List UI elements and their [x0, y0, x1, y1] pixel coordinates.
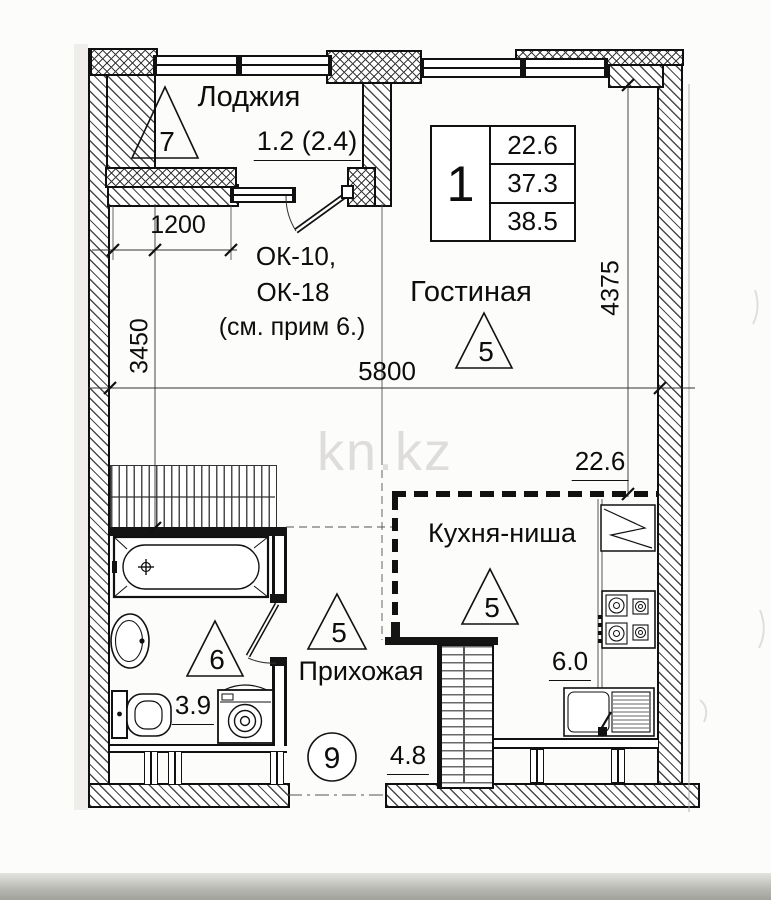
window-note-line3: (см. прим 6.) — [218, 313, 366, 341]
facade-mullion — [618, 749, 625, 783]
area-label-loggia: 1.2 (2.4) — [253, 126, 361, 161]
bathroom-wall-bottom — [110, 744, 287, 753]
dimension-label-4375: 4375 — [596, 260, 625, 316]
room-label-loggia: Лоджия — [197, 81, 301, 113]
dimension-label-1200: 1200 — [150, 211, 206, 239]
room-label-living: Гостиная — [410, 276, 532, 308]
facade-mullion — [144, 751, 151, 785]
dimension-label-5800: 5800 — [358, 356, 416, 386]
scan-shadow-left — [74, 44, 88, 810]
bathtub-icon — [112, 535, 270, 599]
area-label-bathroom: 3.9 — [171, 690, 215, 725]
facade-mullion — [611, 749, 618, 783]
facade-mullion — [530, 749, 537, 783]
mark-kitchen: 5 — [484, 592, 500, 623]
kitchen-boundary-dashed-left — [392, 497, 398, 625]
facade-mullion — [270, 751, 277, 785]
balcony-window-sill — [230, 187, 296, 203]
info-table-area: 37.3 — [491, 165, 574, 204]
info-table: 1 22.6 37.3 38.5 — [430, 125, 576, 242]
wall-right — [657, 64, 683, 794]
info-table-areas: 22.6 37.3 38.5 — [491, 127, 574, 240]
room-label-hallway: Прихожая — [298, 656, 424, 686]
triangle-mark-kitchen — [460, 567, 520, 625]
room-label-kitchen: Кухня-ниша — [428, 518, 576, 548]
bathroom-wall-right-upper — [272, 536, 287, 594]
mark-bathroom: 6 — [209, 644, 225, 675]
info-table-total-area: 38.5 — [507, 206, 558, 237]
kitchen-wall-stub — [391, 622, 400, 642]
mark-loggia: 7 — [159, 126, 175, 157]
balcony-door — [285, 185, 354, 234]
unit-circle-mark: 9 — [307, 732, 357, 782]
facade-mullion — [537, 749, 544, 783]
vent-shaft-divider — [463, 646, 465, 783]
wall-balcony-pillar — [347, 167, 376, 207]
area-label-kitchen: 6.0 — [548, 646, 592, 681]
triangle-mark-hallway — [306, 592, 368, 650]
vent-shaft — [437, 644, 494, 789]
wall-bottom-right — [385, 783, 700, 808]
mark-living: 5 — [478, 336, 494, 367]
kitchen-sink-icon — [563, 687, 655, 737]
facade-mullion — [168, 751, 175, 785]
area-label-hallway: 4.8 — [386, 740, 430, 775]
area-label-living: 22.6 — [571, 446, 629, 481]
toilet-icon — [111, 690, 172, 739]
wall-loggia-top-right — [326, 50, 422, 84]
wall-loggia-parapet — [105, 167, 237, 188]
kitchen-boundary-dashed-top — [392, 491, 658, 497]
watermark: kn.kz — [316, 422, 454, 482]
washing-machine-icon — [217, 684, 274, 744]
bathroom-wall-top — [110, 527, 287, 536]
dimension-label-3450: 3450 — [125, 318, 154, 374]
info-table-living-area: 22.6 — [491, 127, 574, 166]
bathroom-door-jamb-top — [270, 594, 287, 603]
wall-top-right-corner — [608, 62, 664, 88]
stove-icon — [598, 590, 656, 649]
bathroom-door — [245, 602, 280, 664]
living-window — [420, 58, 608, 78]
window-note-line2: ОК-18 — [256, 277, 330, 307]
wall-bottom-left — [88, 783, 290, 808]
facade-mullion — [175, 751, 182, 785]
wall-left — [88, 48, 110, 807]
wardrobe — [110, 465, 277, 528]
scan-smudges — [699, 289, 765, 723]
kitchen-wall-horizontal — [385, 637, 498, 645]
triangle-mark-living — [454, 311, 514, 369]
bathroom-wall-right-lower — [272, 665, 287, 746]
mark-unit: 9 — [324, 742, 341, 775]
info-table-rooms-count: 1 — [432, 127, 491, 240]
wall-loggia-top-left — [90, 48, 158, 76]
bathroom-door-jamb-bottom — [270, 657, 287, 666]
window-note-line1: ОК-10, — [255, 241, 337, 271]
facade-mullion — [277, 751, 284, 785]
fridge-icon — [600, 504, 656, 552]
scan-shadow-bottom — [0, 873, 771, 900]
mark-hallway: 5 — [331, 617, 347, 648]
facade-mullion — [151, 751, 158, 785]
loggia-glazing-mullion — [236, 55, 242, 74]
living-window-mullion — [520, 58, 526, 76]
sink-icon — [110, 613, 150, 669]
triangle-mark-bathroom — [185, 619, 245, 677]
kitchen-wall-bottom — [488, 738, 658, 749]
loggia-glazing — [153, 55, 332, 76]
